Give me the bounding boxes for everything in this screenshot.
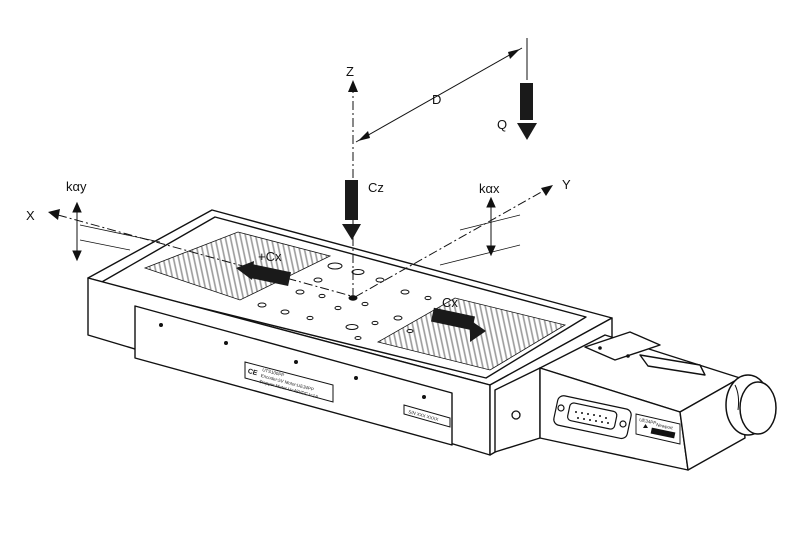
cx-right-arrow: Cx xyxy=(431,295,486,342)
y-axis-arrowhead xyxy=(541,185,553,196)
kay-guide-lines xyxy=(79,224,161,251)
cz-force-arrow: Cz xyxy=(342,180,384,240)
x-axis-arrowhead xyxy=(48,209,60,220)
z-axis-label: Z xyxy=(346,64,354,79)
motor-label: UE34PP Newport xyxy=(635,413,681,445)
d-label: D xyxy=(432,92,441,107)
ce-mark-icon: CE xyxy=(247,368,259,377)
motor-label-line-1: UE34PP xyxy=(639,417,657,425)
q-force-arrow: Q xyxy=(497,83,537,140)
cz-label: Cz xyxy=(368,180,384,195)
top-screws xyxy=(598,346,630,358)
cx-left-label: +Cx xyxy=(258,249,282,264)
carriage-holes xyxy=(257,262,432,340)
grating-left xyxy=(143,231,332,301)
cx-right-label: Cx xyxy=(442,295,458,310)
q-label: Q xyxy=(497,117,507,132)
x-axis: X xyxy=(26,208,356,298)
motor-label-line-2: Newport xyxy=(656,422,674,431)
nameplate-line-1: UTS100PP xyxy=(262,367,285,378)
motor-knob xyxy=(725,374,777,436)
kax-indicator xyxy=(439,196,521,266)
cx-left-arrow: +Cx xyxy=(236,249,292,287)
kay-label: kαy xyxy=(66,179,87,194)
y-axis: Y xyxy=(354,177,571,298)
db15-connector xyxy=(553,395,632,440)
kay-indicator xyxy=(72,201,82,262)
z-axis-arrowhead xyxy=(348,80,358,92)
warning-triangle-icon xyxy=(643,424,648,428)
connector-pins xyxy=(575,411,609,424)
kax-label: kαx xyxy=(479,181,500,196)
d-dimension xyxy=(355,38,528,143)
y-axis-label: Y xyxy=(562,177,571,192)
front-screws xyxy=(159,323,521,420)
x-axis-label: X xyxy=(26,208,35,223)
svg-text:CE: CE xyxy=(247,368,259,377)
